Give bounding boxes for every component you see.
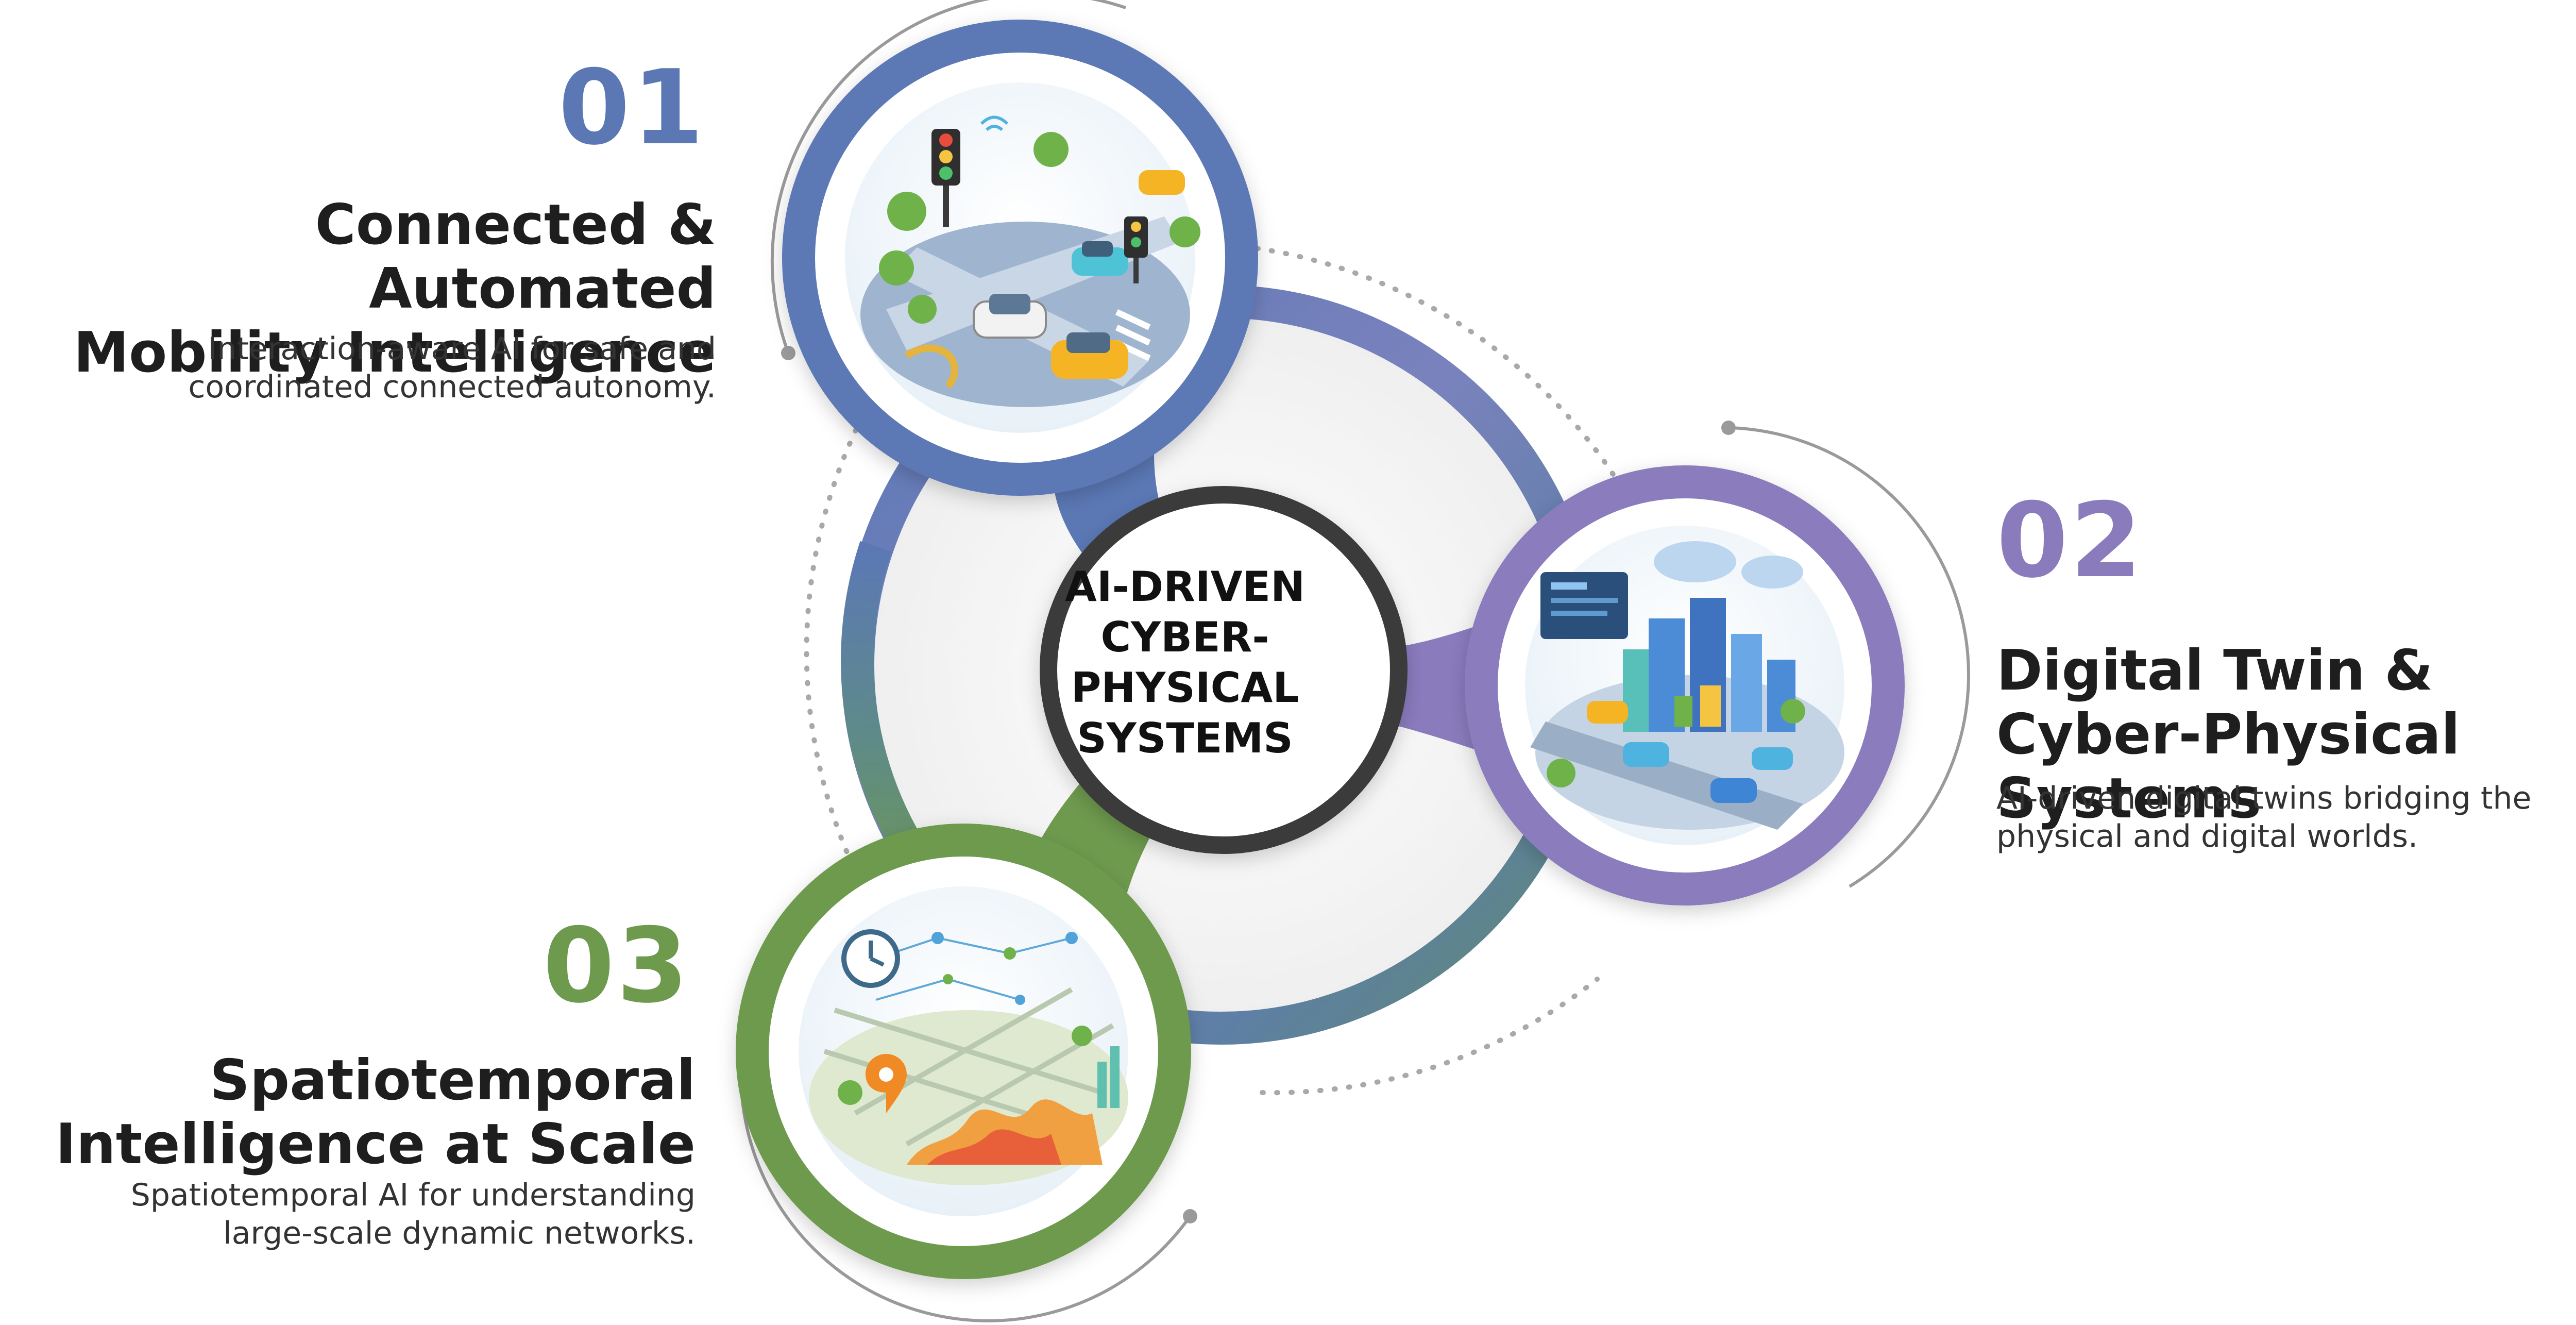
heat-surface: [907, 1099, 1103, 1165]
smart-city-icon: [1530, 541, 1844, 830]
item-03-desc-line: Spatiotemporal AI for understanding: [130, 1177, 696, 1213]
item-03-desc-line: large-scale dynamic networks.: [223, 1215, 696, 1251]
item-01-number: 01: [558, 48, 706, 168]
traffic-light-2: [1124, 216, 1148, 283]
item-02-number: 02: [1996, 481, 2144, 601]
center-hub: [1040, 486, 1408, 854]
item-01-title: Connected & Automated Mobility Intellige…: [21, 193, 716, 385]
trees: [838, 1026, 1092, 1105]
item-02-description: AI-driven digital twins bridging the phy…: [1996, 779, 2576, 856]
item-03-title-line: Intelligence at Scale: [55, 1112, 696, 1177]
traffic-light: [931, 129, 960, 227]
center-label-line: AI-DRIVEN: [1064, 563, 1306, 611]
location-pin-icon: [866, 1054, 907, 1113]
item-02-title-line: Digital Twin &: [1996, 639, 2433, 703]
car-white: [973, 294, 1047, 339]
network-nodes: [870, 932, 1078, 1005]
item-01-description: Interaction-aware AI for safe and coordi…: [72, 330, 716, 406]
car-teal: [1072, 241, 1128, 276]
item-03-title: Spatiotemporal Intelligence at Scale: [31, 1049, 696, 1177]
item-02-title: Digital Twin & Cyber-Physical Systems: [1996, 639, 2576, 831]
bar-columns: [1097, 1046, 1120, 1108]
node-02[interactable]: [1465, 465, 1905, 905]
center-label-line: SYSTEMS: [1077, 714, 1293, 762]
traffic-intersection-icon: [860, 115, 1200, 407]
clouds: [1654, 541, 1803, 589]
trees: [1547, 699, 1805, 787]
item-03-description: Spatiotemporal AI for understanding larg…: [52, 1176, 696, 1252]
car-yellow: [1051, 332, 1128, 379]
item-03-number: 03: [543, 906, 690, 1026]
item-02-desc-line: physical and digital worlds.: [1996, 818, 2418, 854]
item-01-desc-line: coordinated connected autonomy.: [188, 369, 716, 405]
center-label-line: CYBER-: [1100, 613, 1269, 661]
center-label: AI-DRIVEN CYBER- PHYSICAL SYSTEMS: [1041, 562, 1329, 764]
spatiotemporal-map-icon: [809, 929, 1128, 1185]
item-01-title-line: Connected & Automated: [315, 193, 716, 321]
clock-icon: [841, 929, 900, 988]
node-03[interactable]: [736, 824, 1191, 1279]
dashboard-screen: [1540, 572, 1628, 639]
center-label-line: PHYSICAL: [1071, 664, 1299, 712]
dotted-guide-arcs: [804, 246, 1625, 1096]
item-01-desc-line: Interaction-aware AI for safe and: [208, 331, 716, 367]
cars: [1587, 701, 1793, 803]
car-yellow-small: [1139, 170, 1185, 195]
trees: [879, 132, 1200, 324]
item-01-title-line: Mobility Intelligence: [73, 321, 716, 385]
item-02-desc-line: AI-driven digital twins bridging the: [1996, 780, 2532, 816]
item-03-title-line: Spatiotemporal: [210, 1048, 696, 1113]
buildings: [1623, 598, 1795, 732]
item-02-title-line: Cyber-Physical Systems: [1996, 702, 2460, 831]
node-01[interactable]: [782, 20, 1258, 496]
